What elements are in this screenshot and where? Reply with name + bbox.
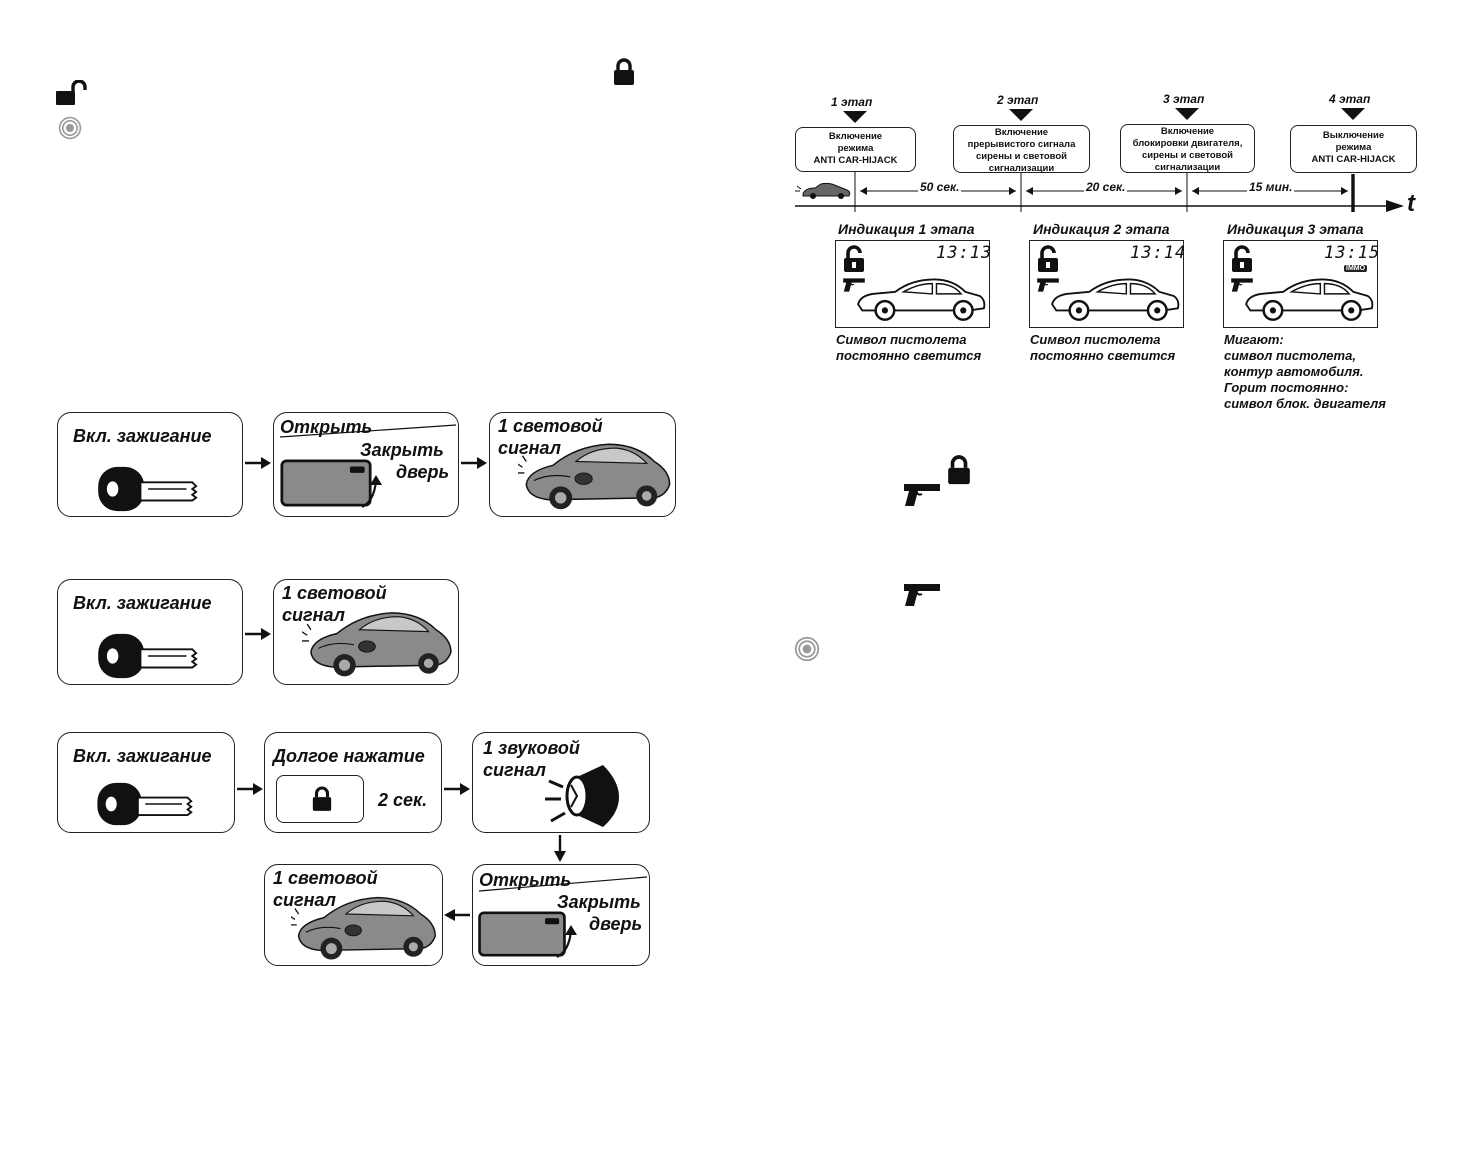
door-label: дверь [396,462,450,482]
lock-icon [946,454,972,486]
sound-label-1: 1 звуковой [483,738,580,758]
arrow [237,783,263,795]
light-signal-box: 1 световой сигнал [264,864,443,966]
siren-icon [545,765,619,827]
ignition-box: Вкл. зажигание [57,732,235,833]
door-box: Открыть Закрыть дверь [472,864,650,966]
seconds-label: 2 сек. [378,790,428,810]
door-label: дверь [589,914,643,934]
diagonal-divider [279,424,457,438]
stage-label-3: 3 этап [1163,92,1205,106]
long-press-label: Долгое нажатие [273,746,425,766]
arrow [444,783,470,795]
arrow [245,457,271,469]
stage-box-1: Включение режима ANTI CAR-HIJACK [795,127,916,172]
car-icon [291,883,441,965]
close-label: Закрыть [557,892,641,912]
immo-badge: IMMO [1344,265,1368,272]
door-box: Открыть Закрыть дверь [273,412,459,517]
duration-2: 20 сек. [1084,180,1128,194]
sound-label-2: сигнал [483,760,546,780]
car-outline-icon [1048,271,1182,323]
indication-desc-1: Символ пистолета постоянно светится [836,332,982,363]
ring-icon [794,636,820,662]
indication-title-3: Индикация 3 этапа [1227,221,1364,237]
indication-desc-2: Символ пистолета постоянно светится [1030,332,1176,363]
curved-arrow-icon [556,925,577,958]
clock: 13:15 [1324,243,1381,263]
light-label-1: 1 световой [498,416,603,436]
long-press-box: Долгое нажатие 2 сек. [264,732,442,833]
key-icon [96,632,206,680]
lcd-panel-1: 13:13 [835,240,993,328]
key-icon [96,465,206,513]
stage-label-1: 1 этап [831,95,873,109]
arrow [461,457,487,469]
light-signal-box: 1 световой сигнал [489,412,676,517]
indication-desc-3: Мигают: символ пистолета, контур автомоб… [1224,332,1386,411]
light-label-2: сигнал [498,438,561,458]
curved-arrow-icon [361,475,382,508]
indication-title-1: Индикация 1 этапа [838,221,975,237]
diagonal-divider [478,876,648,892]
light-label-1: 1 световой [273,868,378,888]
arrow-down [554,835,566,862]
gun-icon [902,582,942,608]
car-icon [518,429,676,515]
clock: 13:14 [1130,243,1187,263]
ignition-box: Вкл. зажигание [57,579,243,685]
lock-icon [311,786,333,812]
ignition-label: Вкл. зажигание [73,746,212,766]
stage-box-4: Выключение режима ANTI CAR-HIJACK [1290,125,1417,173]
duration-3: 15 мин. [1247,180,1295,194]
lcd-panel-2: 13:14 [1029,240,1187,328]
sound-signal-box: 1 звуковой сигнал [472,732,650,833]
light-label-1: 1 световой [282,583,387,603]
lock-button [276,775,364,823]
indication-title-2: Индикация 2 этапа [1033,221,1170,237]
light-signal-box: 1 световой сигнал [273,579,459,685]
car-outline-icon [1242,271,1376,323]
gun-icon [902,482,942,508]
arrow-left [444,909,470,921]
stage-label-4: 4 этап [1329,92,1371,106]
light-label-2: сигнал [282,605,345,625]
axis-label: t [1407,190,1415,217]
lcd-panel-3: 13:15 IMMO [1223,240,1381,328]
clock: 13:13 [936,243,993,263]
ignition-label: Вкл. зажигание [73,593,212,613]
car-icon [302,598,458,682]
light-label-2: сигнал [273,890,336,910]
arrow [245,628,271,640]
stage-box-2: Включение прерывистого сигнала сирены и … [953,125,1090,174]
duration-1: 50 сек. [918,180,962,194]
key-icon [94,781,202,827]
stage-label-2: 2 этап [997,93,1039,107]
close-label: Закрыть [360,440,444,460]
door-icon [280,459,372,507]
car-outline-icon [854,271,988,323]
door-icon [477,911,567,957]
ignition-label: Вкл. зажигание [73,426,212,446]
stage-box-3: Включение блокировки двигателя, сирены и… [1120,124,1255,173]
car-start-icon [795,182,851,199]
ignition-box: Вкл. зажигание [57,412,243,517]
